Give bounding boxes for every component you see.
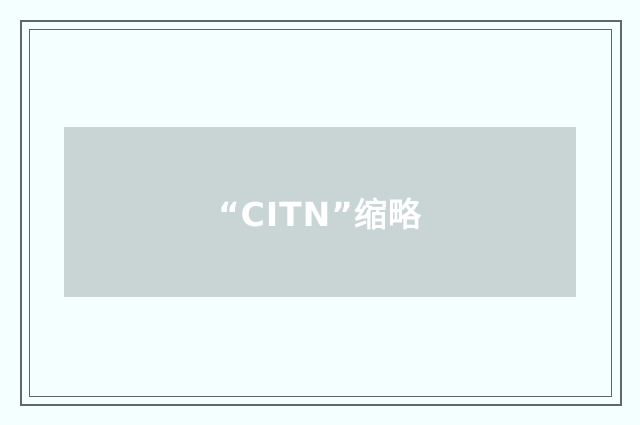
outer-frame-border	[20, 20, 622, 406]
image-placeholder: “CITN”缩略	[64, 127, 576, 297]
image-caption: “CITN”缩略	[217, 195, 422, 234]
inner-frame-border	[29, 29, 612, 397]
